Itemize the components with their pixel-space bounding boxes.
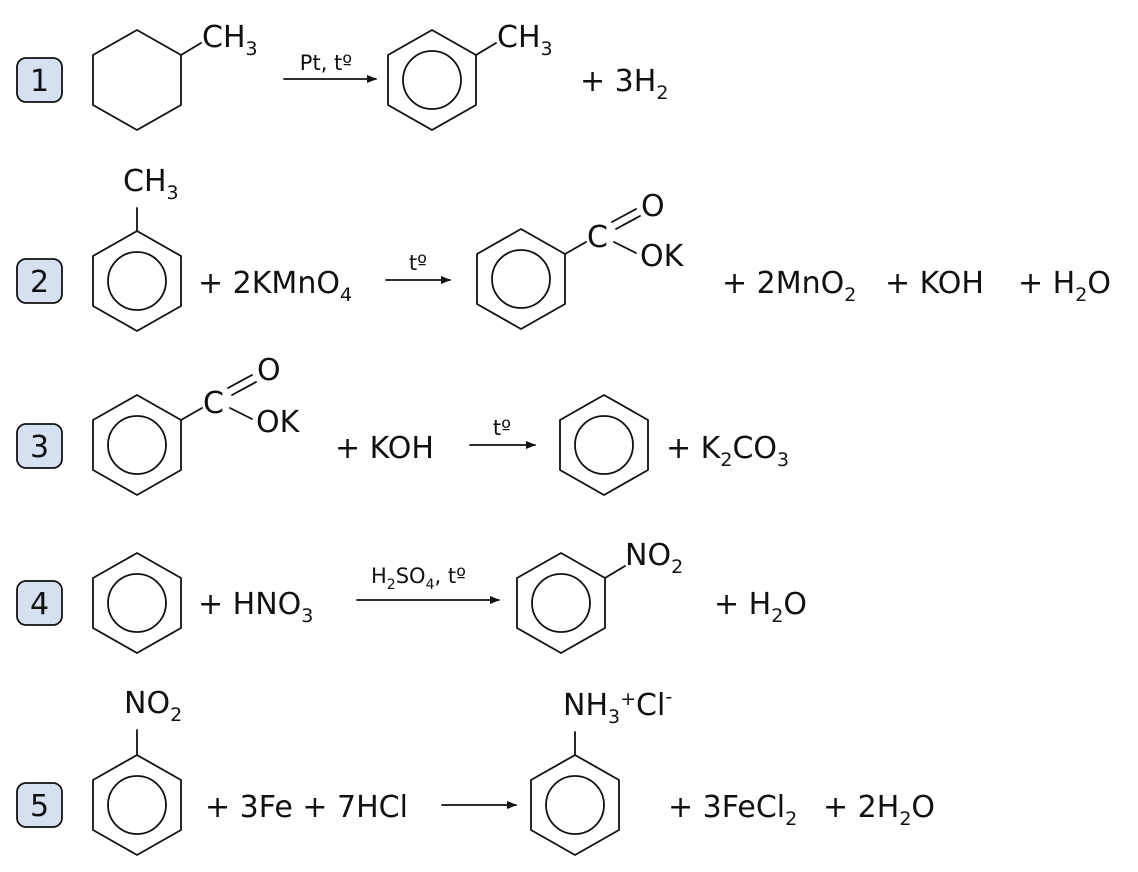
nitric-acid: + HNO3 (198, 587, 313, 627)
reaction-number-badge (16, 580, 63, 626)
aromatic-circle (531, 573, 591, 633)
water: + H2O (714, 587, 807, 627)
nitrobenzene: NO2 (516, 538, 683, 654)
reaction-condition: H2SO4, tº (371, 564, 466, 593)
benzene-ring (530, 754, 620, 856)
methyl-bond (475, 42, 497, 56)
nitro-group: NO2 (124, 686, 182, 726)
methyl-group: CH3 (497, 20, 553, 60)
double-bond (231, 381, 257, 396)
aromatic-circle (545, 775, 605, 835)
reaction-2: 2 CH3 + 2KMnO4 tº C O OK + 2MnO2 + KOH +… (16, 164, 1111, 332)
oxygen-potassium: OK (640, 239, 685, 274)
potassium-carbonate: + K2CO3 (666, 431, 789, 471)
aromatic-circle (107, 573, 167, 633)
benzene-ring (387, 29, 477, 131)
benzene-ring (92, 230, 182, 332)
carbonyl-carbon: C (203, 386, 224, 421)
ammonium-group: NH3+Cl- (563, 686, 672, 728)
aromatic-circle (574, 415, 634, 475)
reaction-number-badge (16, 782, 63, 828)
double-bond (611, 208, 637, 223)
reaction-number-badge (16, 258, 63, 304)
nitro-group: NO2 (625, 538, 683, 578)
potassium-hydroxide: + KOH (885, 266, 984, 301)
reaction-number: 2 (30, 265, 49, 300)
iron-chloride: + 3FeCl2 (668, 790, 797, 830)
benzene-ring (476, 228, 566, 330)
reaction-number-badge (16, 423, 63, 469)
anilinium-chloride: NH3+Cl- (530, 686, 672, 856)
potassium-benzoate: C O OK (92, 353, 301, 496)
reaction-4: 4 + HNO3 H2SO4, tº NO2 + H2O (16, 538, 807, 654)
benzene-ring (92, 394, 182, 496)
aromatic-circle (107, 251, 167, 311)
potassium-hydroxide: + KOH (335, 431, 434, 466)
iron-and-hydrochloric-acid: + 3Fe + 7HCl (205, 790, 408, 825)
reaction-5: 5 NO2 + 3Fe + 7HCl NH3+Cl- + 3FeCl2 + 2H… (16, 686, 935, 856)
hydrogen-byproduct: + 3H2 (580, 64, 668, 104)
reaction-number-badge (16, 57, 63, 103)
manganese-dioxide: + 2MnO2 (722, 266, 856, 306)
oxygen-potassium: OK (256, 405, 301, 440)
methyl-group: CH3 (123, 164, 179, 204)
reaction-3: 3 C O OK + KOH tº + K2CO3 (16, 353, 789, 496)
toluene: CH3 (92, 164, 182, 332)
double-bond (227, 374, 253, 389)
benzene-ring (92, 552, 182, 654)
carboxyl-bond (564, 241, 587, 255)
double-bond (615, 215, 641, 230)
benzene-ring (92, 754, 182, 856)
potassium-benzoate: C O OK (476, 189, 685, 330)
potassium-permanganate: + 2KMnO4 (198, 266, 352, 306)
aromatic-circle (491, 249, 551, 309)
aromatic-circle (107, 775, 167, 835)
reaction-condition: tº (409, 251, 427, 275)
single-bond (229, 407, 253, 420)
carbonyl-carbon: C (587, 220, 608, 255)
water: + 2H2O (823, 790, 935, 830)
benzene (92, 552, 182, 654)
reaction-condition: tº (493, 416, 511, 440)
carbonyl-oxygen: O (257, 353, 281, 388)
methyl-group: CH3 (202, 20, 258, 60)
reaction-number: 1 (30, 64, 49, 99)
reaction-number: 4 (30, 587, 49, 622)
benzene-ring (559, 394, 649, 496)
reaction-1: 1 CH3 Pt, tº CH3 + 3H2 (16, 20, 668, 131)
nitrobenzene: NO2 (92, 686, 182, 856)
nitro-bond (604, 565, 626, 579)
aromatic-circle (107, 415, 167, 475)
water: + H2O (1018, 266, 1111, 306)
benzene (559, 394, 649, 496)
aromatic-circle (402, 50, 462, 110)
reaction-number: 3 (30, 430, 49, 465)
methylcyclohexane: CH3 (92, 20, 258, 131)
reaction-condition: Pt, tº (300, 51, 352, 75)
benzene-ring (516, 552, 606, 654)
cyclohexane-ring (92, 29, 182, 131)
reaction-number: 5 (30, 789, 49, 824)
toluene: CH3 (387, 20, 553, 131)
single-bond (613, 241, 637, 254)
methyl-bond (180, 42, 202, 56)
carboxyl-bond (180, 407, 203, 421)
carbonyl-oxygen: O (641, 189, 665, 224)
